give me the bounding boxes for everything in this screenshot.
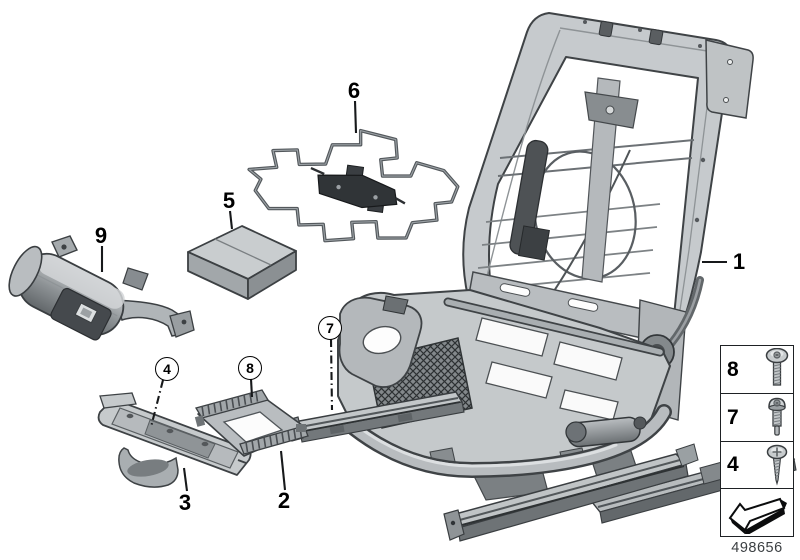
self-tapping-screw-icon	[766, 444, 788, 486]
legend-row-direction	[721, 489, 793, 536]
callout-4[interactable]: 4	[155, 357, 179, 381]
part-5-box	[187, 225, 297, 300]
seat-base	[337, 289, 672, 479]
leader-2	[279, 450, 287, 491]
leader-3	[182, 467, 189, 492]
callout-7[interactable]: 7	[318, 316, 342, 340]
leader-6	[353, 100, 358, 134]
button-head-screw-icon	[765, 348, 789, 387]
fastener-legend: 8 7 4	[720, 345, 794, 537]
front-crossbar-tube	[346, 404, 672, 479]
part-9-drive-unit	[8, 235, 195, 341]
part-1-seat-frame	[337, 12, 797, 542]
callout-8[interactable]: 8	[238, 356, 262, 380]
callout-9[interactable]: 9	[94, 223, 108, 248]
legend-row-screw-4[interactable]: 4	[721, 442, 793, 490]
direction-arrow-icon	[728, 497, 787, 534]
leader-7	[329, 338, 334, 411]
part-6-wire-frame	[247, 128, 460, 243]
belt-guide-bracket	[705, 39, 754, 119]
seat-drive-motor	[565, 416, 647, 448]
legend-label-7: 7	[727, 405, 739, 429]
part-2-carrier	[194, 389, 309, 457]
legend-label-8: 8	[727, 357, 739, 381]
legend-row-screw-8[interactable]: 8	[721, 346, 793, 394]
callout-5[interactable]: 5	[222, 188, 236, 213]
part-6-center-module	[310, 164, 406, 214]
leader-5	[228, 210, 234, 230]
leader-8	[249, 378, 254, 398]
callout-1[interactable]: 1	[732, 249, 746, 274]
part-3-seat-pan	[97, 392, 252, 488]
leader-4	[149, 379, 165, 428]
callout-6[interactable]: 6	[347, 78, 361, 103]
diagram-number: 498656	[731, 540, 783, 556]
legend-row-screw-7[interactable]: 7	[721, 394, 793, 442]
leader-lines	[100, 100, 727, 492]
callout-3[interactable]: 3	[178, 490, 192, 515]
shoulder-screw-icon	[768, 397, 786, 436]
legend-label-4: 4	[727, 453, 739, 477]
callout-2[interactable]: 2	[277, 488, 291, 513]
backrest-springs	[467, 77, 695, 341]
